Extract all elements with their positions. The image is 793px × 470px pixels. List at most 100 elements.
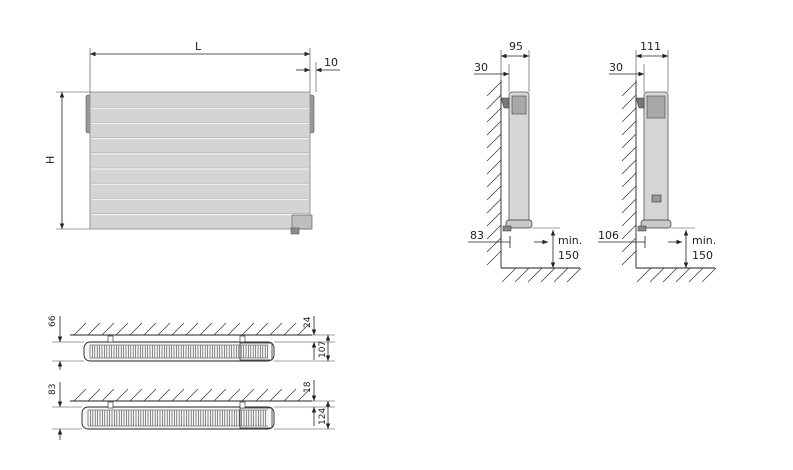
hatch-line bbox=[241, 388, 255, 402]
wall-bracket-top bbox=[635, 97, 645, 109]
offset-label: 10 bbox=[324, 56, 338, 69]
hatch-line bbox=[688, 267, 704, 283]
hatch-line bbox=[73, 322, 87, 336]
hatch-line bbox=[227, 388, 241, 402]
hatch-line bbox=[486, 224, 502, 240]
hatch-line bbox=[486, 81, 502, 97]
hatch-line bbox=[621, 198, 637, 214]
valve-block bbox=[291, 214, 313, 230]
hatch-line bbox=[486, 250, 502, 266]
hatch-line bbox=[255, 322, 269, 336]
side-view-1: 95 30 83 min. 150 bbox=[468, 40, 582, 283]
hatch-line bbox=[486, 133, 502, 149]
top-view-2: 83 18 124 bbox=[48, 380, 335, 440]
valve-box bbox=[239, 342, 273, 361]
depth-label: 95 bbox=[509, 40, 523, 53]
hatch-line bbox=[621, 146, 637, 162]
hatch-line bbox=[486, 159, 502, 175]
hatch-line bbox=[269, 322, 283, 336]
hatch-line bbox=[621, 120, 637, 136]
convector-fins bbox=[89, 344, 268, 359]
hatch-line bbox=[553, 267, 569, 283]
wall-gap-label: 30 bbox=[609, 61, 623, 74]
bracket-left bbox=[107, 335, 114, 343]
hatch-line bbox=[621, 81, 637, 97]
floor-height-label: 83 bbox=[470, 229, 484, 242]
top-grille bbox=[511, 95, 527, 115]
hatch-line bbox=[157, 322, 171, 336]
wall-gap-label: 24 bbox=[303, 316, 313, 328]
hatch-line bbox=[143, 322, 157, 336]
hatch-line bbox=[486, 211, 502, 227]
wall-gap-label: 18 bbox=[303, 381, 313, 393]
hatch-line bbox=[143, 388, 157, 402]
depth-label: 111 bbox=[640, 40, 661, 53]
hatch-line bbox=[87, 322, 101, 336]
hatch-line bbox=[540, 267, 556, 283]
hatch-line bbox=[621, 107, 637, 123]
bracket-left bbox=[107, 401, 114, 409]
bottom-cover bbox=[505, 219, 533, 229]
hatch-line bbox=[486, 185, 502, 201]
wall-hatching bbox=[73, 388, 311, 402]
hatch-line bbox=[101, 388, 115, 402]
length-label: L bbox=[195, 40, 202, 53]
hatch-line bbox=[621, 159, 637, 175]
hatch-line bbox=[255, 388, 269, 402]
hatch-line bbox=[115, 322, 129, 336]
hatch-line bbox=[129, 322, 143, 336]
hatch-line bbox=[621, 211, 637, 227]
floor-height-label: 106 bbox=[598, 229, 619, 242]
bracket-right bbox=[239, 401, 246, 409]
height-label: H bbox=[44, 156, 57, 164]
hatch-line bbox=[241, 322, 255, 336]
side-view-2: 111 30 106 min. 150 bbox=[598, 40, 717, 283]
hatch-line bbox=[171, 388, 185, 402]
hatch-line bbox=[621, 172, 637, 188]
hatch-line bbox=[621, 237, 637, 253]
wall-hatching bbox=[73, 322, 311, 336]
hatch-line bbox=[486, 94, 502, 110]
hatch-line bbox=[701, 267, 717, 283]
hatch-line bbox=[129, 388, 143, 402]
wall-hatching bbox=[486, 81, 502, 266]
bottom-cover bbox=[640, 219, 672, 229]
hatch-line bbox=[73, 388, 87, 402]
hatch-line bbox=[486, 198, 502, 214]
hatch-line bbox=[621, 94, 637, 110]
hatch-line bbox=[199, 322, 213, 336]
wall-gap-label: 30 bbox=[474, 61, 488, 74]
middle-bracket bbox=[651, 194, 662, 203]
wall-bracket-top bbox=[500, 97, 510, 109]
hatch-line bbox=[486, 172, 502, 188]
hatch-line bbox=[283, 322, 297, 336]
min-label: min. bbox=[558, 234, 582, 247]
hatch-line bbox=[283, 388, 297, 402]
hatch-line bbox=[621, 185, 637, 201]
valve-box bbox=[239, 407, 273, 429]
hatch-line bbox=[213, 388, 227, 402]
hatch-line bbox=[527, 267, 543, 283]
depth-label: 107 bbox=[318, 341, 328, 358]
hatch-line bbox=[227, 322, 241, 336]
valve-stub bbox=[290, 227, 300, 235]
wall-hatching bbox=[621, 81, 637, 266]
top-view-1: 66 24 107 bbox=[48, 315, 335, 370]
left-dim-label: 66 bbox=[48, 315, 58, 327]
hatch-line bbox=[514, 267, 530, 283]
hatch-line bbox=[101, 322, 115, 336]
hatch-line bbox=[501, 267, 517, 283]
hatch-line bbox=[636, 267, 652, 283]
hatch-line bbox=[649, 267, 665, 283]
left-dim-label: 83 bbox=[48, 384, 58, 395]
radiator-panel bbox=[89, 91, 311, 230]
hatch-line bbox=[171, 322, 185, 336]
hatch-line bbox=[486, 120, 502, 136]
hatch-line bbox=[157, 388, 171, 402]
min-label: min. bbox=[692, 234, 716, 247]
top-grille bbox=[646, 95, 666, 119]
hatch-line bbox=[662, 267, 678, 283]
hatch-line bbox=[486, 107, 502, 123]
panel-ribs bbox=[91, 106, 309, 216]
